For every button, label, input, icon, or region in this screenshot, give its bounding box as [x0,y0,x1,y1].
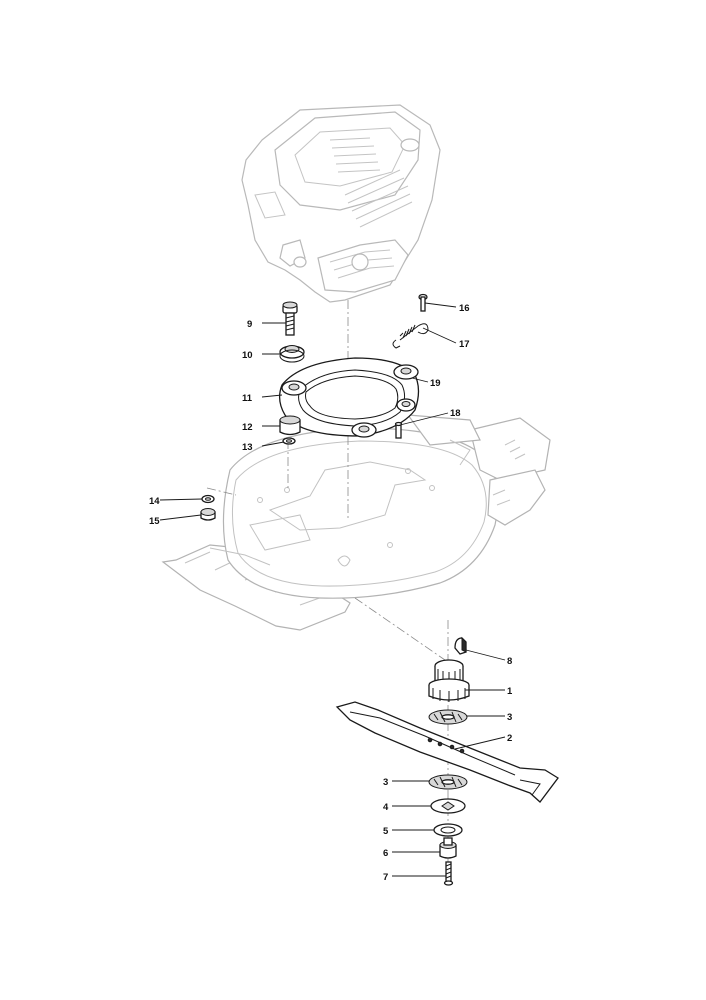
part-14-washer [201,494,215,504]
callout-11: 11 [242,393,253,404]
part-5-washer [433,823,463,837]
part-9-bolt [282,301,298,336]
callout-19: 19 [430,378,441,389]
part-12-spacer [279,415,301,436]
callout-14: 14 [149,496,160,507]
callout-16: 16 [459,303,470,314]
callout-15: 15 [149,516,160,527]
part-3-washer-upper [428,709,468,725]
callout-labels: 16 17 9 10 19 11 18 12 13 14 15 8 1 3 2 … [149,303,513,883]
part-16-pin [418,293,428,312]
part-4-washer [430,798,466,814]
part-1-blade-adapter [428,659,470,702]
part-17-spring [392,323,429,349]
part-7-bolt [443,861,454,886]
part-10-nut [279,345,305,363]
callout-3-lower: 3 [383,777,388,788]
part-3-washer-lower [428,774,468,790]
callout-17: 17 [459,339,470,350]
part-11-flange-plate [278,357,420,438]
callout-1: 1 [507,686,513,697]
callout-3-upper: 3 [507,712,512,723]
part-15-nut [200,508,216,521]
part-2-blade [335,701,559,803]
mower-deck-illustration [161,414,551,631]
deck-bolt-centerline [206,487,237,496]
callout-5: 5 [383,826,389,837]
engine-illustration [241,104,441,303]
blade-axis-centerline [354,597,449,880]
callout-6: 6 [383,848,388,859]
callout-13: 13 [242,442,253,453]
callout-4: 4 [383,802,389,813]
callout-2: 2 [507,733,512,744]
callout-10: 10 [242,350,253,361]
leader-lines [159,302,506,877]
callout-9: 9 [247,319,252,330]
callout-18: 18 [450,408,461,419]
callout-12: 12 [242,422,253,433]
callout-8: 8 [507,656,512,667]
callout-7: 7 [383,872,388,883]
part-6-nut [439,837,457,859]
part-13-washer [282,437,296,445]
part-8-key [454,636,467,655]
